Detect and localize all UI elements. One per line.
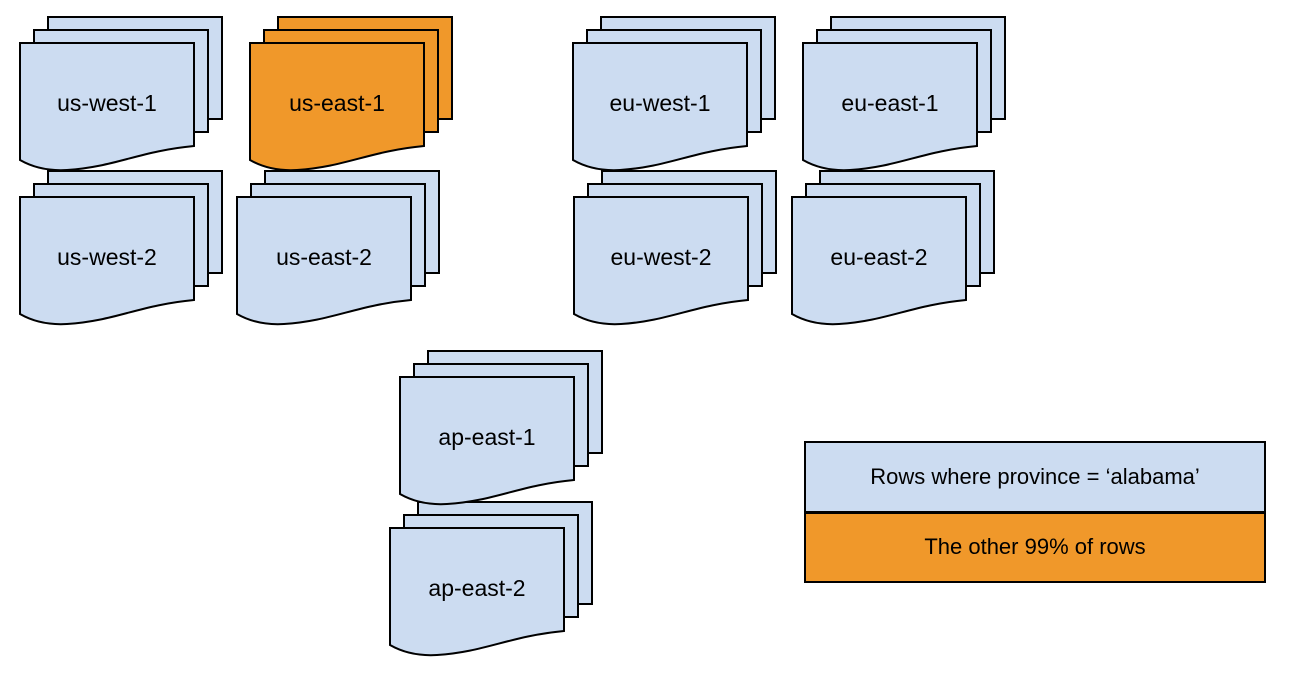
region-stack-us-east-1: us-east-1 [249, 16, 453, 172]
region-label: us-west-1 [57, 90, 157, 116]
region-stack-us-east-2: us-east-2 [236, 170, 440, 326]
region-label: ap-east-1 [438, 424, 536, 450]
region-stack-eu-east-2: eu-east-2 [791, 170, 995, 326]
region-stack-ap-east-1: ap-east-1 [399, 350, 603, 506]
region-stack-us-west-1: us-west-1 [19, 16, 223, 172]
legend-item-other-rows: The other 99% of rows [806, 510, 1264, 581]
region-label: eu-west-1 [609, 90, 711, 116]
region-label: us-east-2 [276, 244, 372, 270]
region-label: eu-east-2 [830, 244, 928, 270]
region-label: us-west-2 [57, 244, 157, 270]
region-label: ap-east-2 [428, 575, 526, 601]
legend-item-label: The other 99% of rows [924, 534, 1146, 560]
region-stack-eu-west-2: eu-west-2 [573, 170, 777, 326]
legend-item-province-alabama: Rows where province = ‘alabama’ [806, 443, 1264, 511]
region-label: eu-west-2 [610, 244, 712, 270]
region-stack-eu-east-1: eu-east-1 [802, 16, 1006, 172]
region-stack-us-west-2: us-west-2 [19, 170, 223, 326]
region-stack-ap-east-2: ap-east-2 [389, 501, 593, 657]
legend-item-label: Rows where province = ‘alabama’ [870, 463, 1200, 489]
region-stack-eu-west-1: eu-west-1 [572, 16, 776, 172]
region-label: us-east-1 [289, 90, 385, 116]
legend: Rows where province = ‘alabama’ The othe… [804, 441, 1266, 583]
region-label: eu-east-1 [841, 90, 939, 116]
